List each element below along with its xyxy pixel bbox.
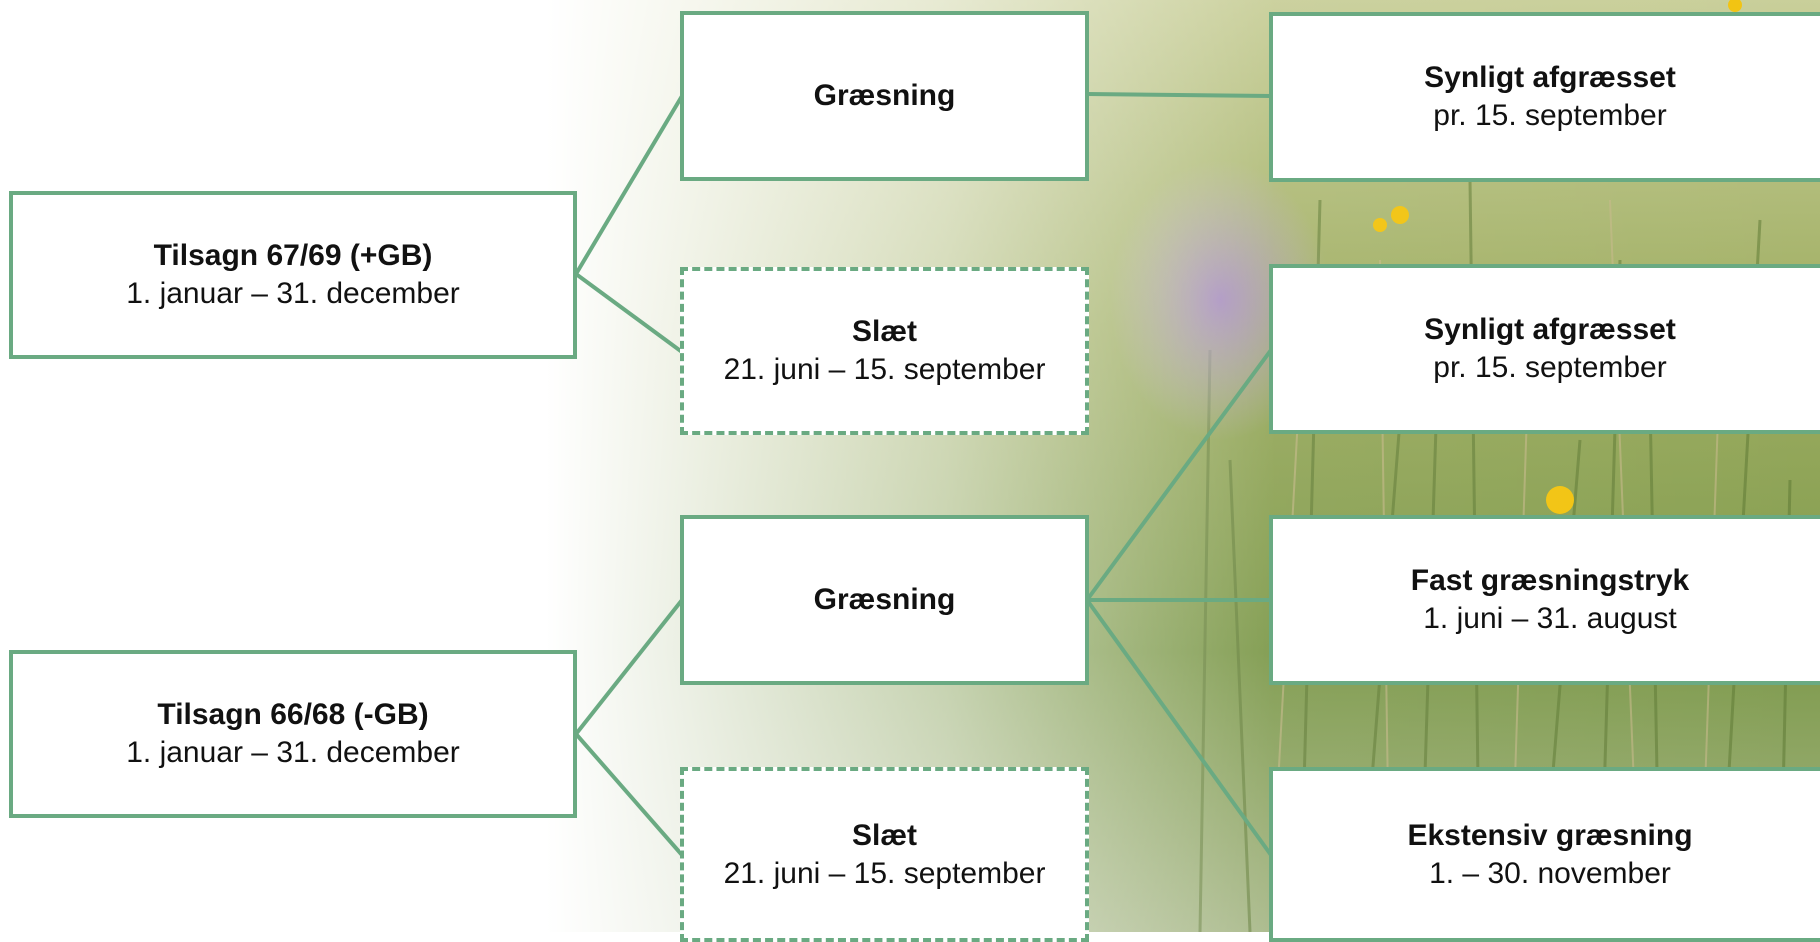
node-title: Græsning xyxy=(813,583,956,616)
node-subtitle: pr. 15. september xyxy=(1433,351,1667,384)
connector-graesning-1-to-synligt-1 xyxy=(1086,92,1272,98)
node-title: Slæt xyxy=(851,315,917,348)
node-title: Synligt afgræsset xyxy=(1424,313,1676,346)
node-graesning-1: Græsning xyxy=(680,11,1089,181)
node-title: Fast græsningstryk xyxy=(1410,564,1690,597)
connector-graesning-2-to-ekstensiv xyxy=(1085,598,1273,857)
node-subtitle: 1. januar – 31. december xyxy=(126,277,460,310)
node-subtitle: 21. juni – 15. september xyxy=(723,856,1046,890)
node-title: Ekstensiv græsning xyxy=(1407,818,1693,852)
node-title: Slæt xyxy=(851,818,917,852)
node-tilsagn-66-68: Tilsagn 66/68 (-GB) 1. januar – 31. dece… xyxy=(9,650,577,818)
node-slaet-1: Slæt 21. juni – 15. september xyxy=(680,267,1089,435)
connector-tilsagn-plus-to-slaet-1 xyxy=(574,272,684,354)
node-subtitle: 1. januar – 31. december xyxy=(126,736,460,769)
connector-tilsagn-minus-to-graesning-2 xyxy=(574,598,684,736)
node-subtitle: 1. juni – 31. august xyxy=(1423,602,1677,635)
node-title: Græsning xyxy=(813,79,956,112)
node-synligt-afgraesset-1: Synligt afgræsset pr. 15. september xyxy=(1269,12,1820,182)
node-slaet-2: Slæt 21. juni – 15. september xyxy=(680,767,1089,942)
connector-tilsagn-minus-to-slaet-2 xyxy=(574,732,684,857)
node-fast-graesningstryk: Fast græsningstryk 1. juni – 31. august xyxy=(1269,515,1820,685)
node-ekstensiv-graesning: Ekstensiv græsning 1. – 30. november xyxy=(1269,767,1820,942)
node-subtitle: 21. juni – 15. september xyxy=(723,353,1046,386)
node-subtitle: pr. 15. september xyxy=(1433,99,1667,132)
node-title: Synligt afgræsset xyxy=(1424,61,1676,94)
node-title: Tilsagn 67/69 (+GB) xyxy=(153,239,433,272)
node-title: Tilsagn 66/68 (-GB) xyxy=(157,698,429,731)
node-tilsagn-67-69: Tilsagn 67/69 (+GB) 1. januar – 31. dece… xyxy=(9,191,577,359)
node-graesning-2: Græsning xyxy=(680,515,1089,685)
node-subtitle: 1. – 30. november xyxy=(1429,856,1671,890)
connector-tilsagn-plus-to-graesning-1 xyxy=(574,94,684,276)
node-synligt-afgraesset-2: Synligt afgræsset pr. 15. september xyxy=(1269,264,1820,434)
connector-graesning-2-to-synligt-2 xyxy=(1085,348,1273,602)
